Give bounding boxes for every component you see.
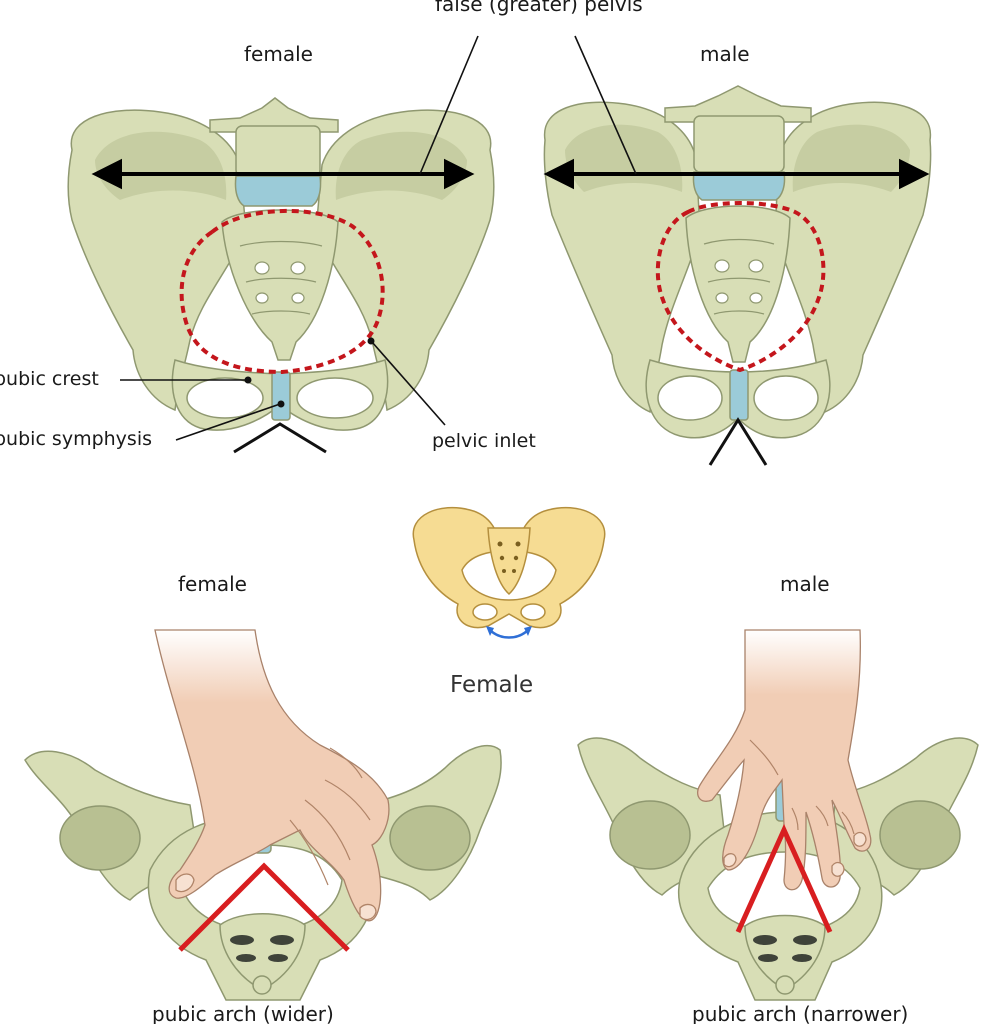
male-pubic-symphysis xyxy=(729,369,749,421)
male-pelvic-inlet-outline xyxy=(655,201,826,373)
female-pelvis-front xyxy=(67,97,495,431)
male-sacrum xyxy=(685,205,791,363)
female-vertebra-body xyxy=(235,125,321,177)
male-right-obturator xyxy=(753,375,819,421)
pubic-arch-wider-label: pubic arch (wider) xyxy=(152,1002,334,1024)
male-pubic-arch-line xyxy=(735,823,833,934)
female-left-obturator xyxy=(186,377,264,419)
bottom-female-label: female xyxy=(178,572,247,596)
female-pelvic-inlet-outline xyxy=(179,208,385,375)
leader-dots xyxy=(244,337,375,408)
female-pubic-symphysis xyxy=(271,371,291,421)
male-l5-disc xyxy=(692,171,786,201)
false-pelvis-label: false (greater) pelvis xyxy=(435,0,643,16)
female-pubic-arch-line xyxy=(178,862,350,952)
pubic-crest-label: pubic crest xyxy=(0,368,99,390)
pelvic-inlet-label: pelvic inlet xyxy=(432,430,536,452)
female-hand xyxy=(154,629,390,922)
pubic-arch-narrower-label: pubic arch (narrower) xyxy=(692,1002,909,1024)
male-pelvis-front xyxy=(543,85,932,439)
male-hand xyxy=(697,629,872,891)
mini-female-pelvis xyxy=(412,506,606,629)
bottom-male-label: male xyxy=(780,572,830,596)
female-l5-disc xyxy=(234,175,322,207)
female-sacrum xyxy=(221,209,339,361)
top-male-label: male xyxy=(700,42,750,66)
male-vertebra-body xyxy=(693,115,785,173)
pubic-symphysis-label: pubic symphysis xyxy=(0,428,153,450)
male-subpubic-angle xyxy=(708,417,768,466)
leader-lines xyxy=(120,35,637,441)
female-right-obturator xyxy=(296,377,374,419)
top-female-label: female xyxy=(244,42,313,66)
female-subpubic-angle xyxy=(233,422,327,454)
center-female-caption: Female xyxy=(450,672,534,698)
width-arrows xyxy=(91,158,930,190)
mini-arch-arrow xyxy=(489,629,529,639)
male-left-obturator xyxy=(657,375,723,421)
